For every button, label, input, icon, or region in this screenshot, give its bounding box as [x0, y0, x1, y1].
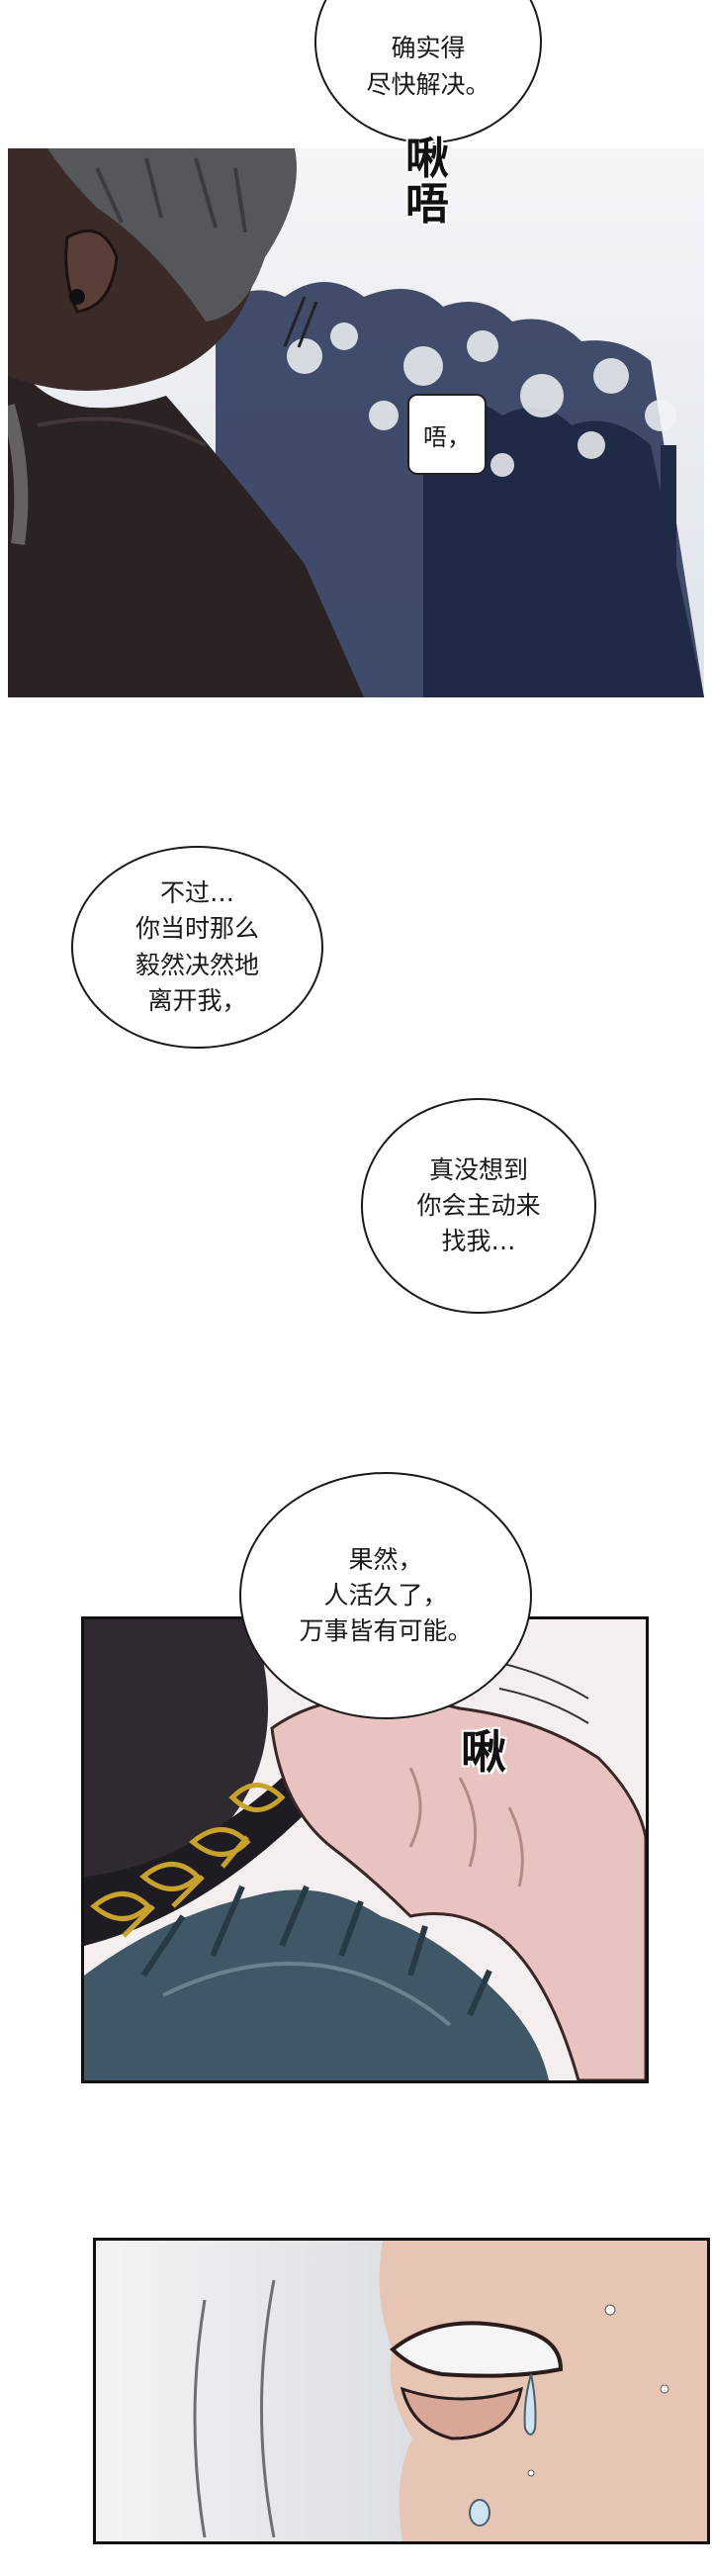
speech-text-4: 果然， 人活久了， 万事皆有可能。: [299, 1544, 473, 1646]
panel-1-forest: [8, 148, 704, 697]
speech-bubble-small: 唔，: [407, 394, 487, 475]
sfx-kiss-2: 啾: [461, 1725, 506, 1779]
speech-text-3: 真没想到 你会主动来 找我…: [416, 1154, 541, 1256]
panel-3-mouth: [93, 2238, 710, 2544]
panel-2-hand: [81, 1616, 649, 2083]
speech-bubble-4: 果然， 人活久了， 万事皆有可能。: [239, 1472, 532, 1719]
panel-3-art: [96, 2241, 707, 2541]
speech-bubble-2: 不过… 你当时那么 毅然决然地 离开我，: [71, 846, 323, 1049]
speech-text-top: 确实得 尽快解决。: [366, 34, 490, 99]
sfx-kiss-1: 啾 唔: [405, 134, 449, 230]
speech-text-2: 不过… 你当时那么 毅然决然地 离开我，: [134, 878, 259, 1015]
panel-1-art: [8, 148, 704, 697]
speech-bubble-top: 确实得 尽快解决。: [314, 0, 542, 143]
speech-text-small: 唔，: [423, 422, 471, 451]
speech-bubble-3: 真没想到 你会主动来 找我…: [361, 1098, 596, 1314]
